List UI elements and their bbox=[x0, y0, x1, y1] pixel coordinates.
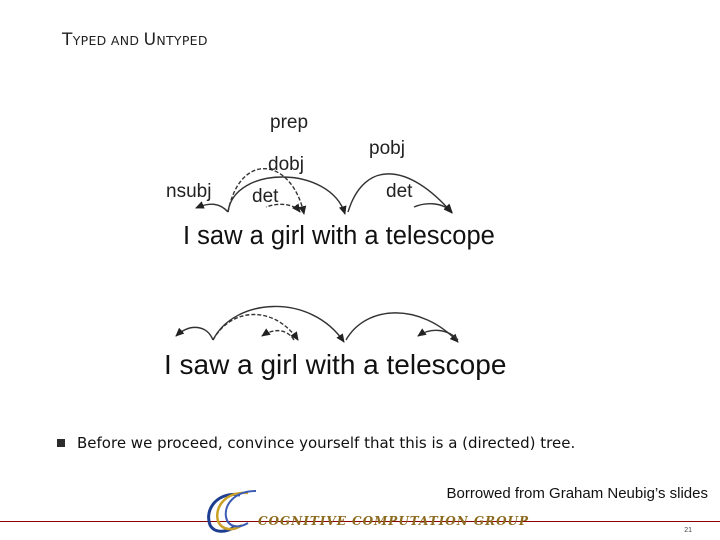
page-number: 21 bbox=[684, 527, 692, 534]
untyped-tree: I saw a girl with a telescope bbox=[164, 305, 506, 380]
logo-text: COGNITIVE COMPUTATION GROUP bbox=[258, 514, 530, 528]
arc-pobj bbox=[347, 173, 453, 214]
typed-tree: I saw a girl with a telescope prep dobj … bbox=[166, 112, 495, 250]
label-prep: prep bbox=[270, 112, 308, 133]
label-pobj: pobj bbox=[369, 138, 405, 159]
label-nsubj: nsubj bbox=[166, 181, 211, 202]
label-dobj: dobj bbox=[268, 154, 304, 175]
arc-nsubj bbox=[195, 201, 229, 213]
title-rest-2: NTYPED bbox=[156, 33, 208, 48]
untyped-arc-prep bbox=[212, 305, 345, 343]
title-cap-u: U bbox=[143, 30, 157, 50]
bullet-point: Before we proceed, convince yourself tha… bbox=[57, 434, 575, 452]
swoosh-logo-icon bbox=[207, 490, 257, 533]
untyped-arc-det-1 bbox=[261, 328, 295, 341]
title-cap-t: T bbox=[62, 30, 73, 50]
credit-text: Borrowed from Graham Neubig’s slides bbox=[446, 485, 709, 502]
cognitive-computation-group-logo: COGNITIVE COMPUTATION GROUP bbox=[200, 487, 528, 537]
untyped-sentence: I saw a girl with a telescope bbox=[164, 349, 506, 380]
footer-divider bbox=[0, 521, 720, 522]
bullet-text: Before we proceed, convince yourself tha… bbox=[77, 434, 576, 452]
untyped-arc-det-2 bbox=[417, 328, 459, 341]
bullet-square-icon bbox=[57, 439, 65, 447]
label-det-1: det bbox=[252, 186, 279, 207]
arc-det-1 bbox=[265, 203, 301, 213]
arc-dobj bbox=[227, 168, 307, 215]
untyped-arc-nsubj bbox=[175, 326, 214, 341]
label-det-2: det bbox=[386, 181, 413, 202]
title-rest-1: YPED AND bbox=[72, 33, 144, 48]
untyped-arc-dobj bbox=[212, 313, 299, 341]
arc-prep bbox=[227, 176, 347, 215]
typed-sentence: I saw a girl with a telescope bbox=[183, 222, 495, 250]
slide-title: TYPED AND UNTYPED bbox=[62, 30, 208, 50]
arc-det-2 bbox=[413, 203, 453, 213]
untyped-arc-pobj bbox=[345, 312, 459, 343]
